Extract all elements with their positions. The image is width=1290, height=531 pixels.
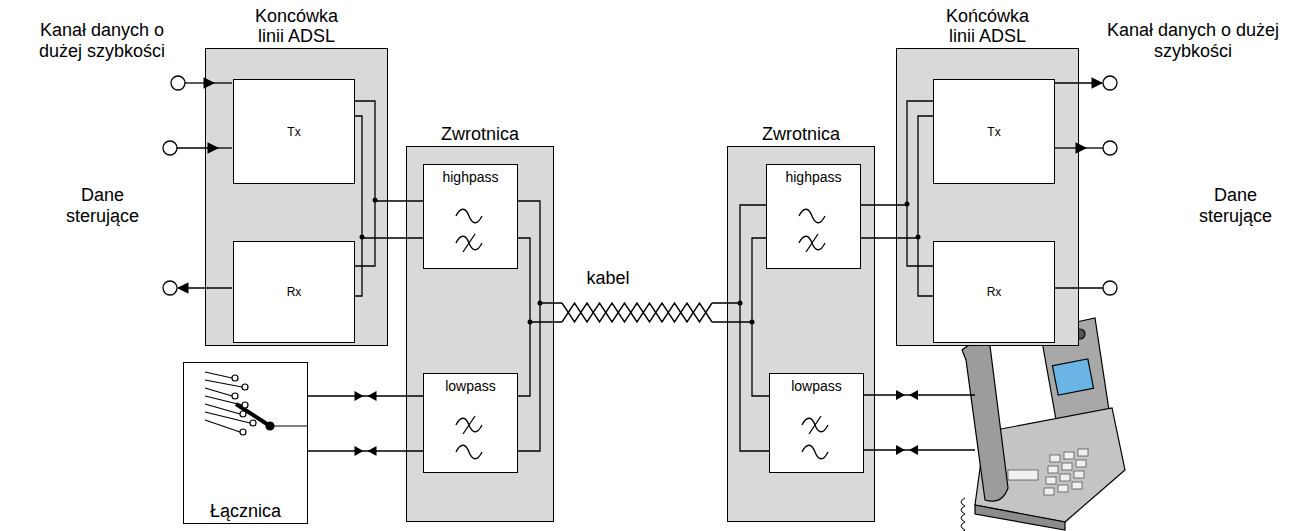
adsl-terminal-box: Końcówka linii ADSLTxRx xyxy=(896,48,1079,346)
signal-arrow xyxy=(1054,147,1086,148)
arrowhead xyxy=(355,446,364,456)
rx-block: Rx xyxy=(233,241,355,343)
box-label: Rx xyxy=(287,285,302,299)
annotation-label: Dane sterujące xyxy=(1188,185,1283,227)
splitter-box: Zwrotnicahighpasslowpass xyxy=(406,146,554,522)
switch-symbol xyxy=(205,372,308,435)
exchange-switch-box: Łącznica xyxy=(183,362,308,524)
filter-symbols xyxy=(456,209,828,459)
tx-block: Tx xyxy=(233,79,355,184)
wire-connector xyxy=(355,201,375,296)
box-label: lowpass xyxy=(445,378,496,394)
highpass-filter: highpass xyxy=(423,164,518,269)
arrowhead xyxy=(368,391,377,401)
highpass-filter: highpass xyxy=(766,164,861,269)
box-label: lowpass xyxy=(791,378,842,394)
annotation-label: kabel xyxy=(578,268,638,289)
arrowhead xyxy=(368,446,377,456)
splitter-box: Zwrotnicahighpasslowpass xyxy=(727,146,875,522)
terminal xyxy=(1103,141,1117,155)
box-label: Rx xyxy=(987,285,1002,299)
box-heading: Zwrotnica xyxy=(424,124,536,144)
bidirectional-arrows xyxy=(896,390,918,455)
arrowhead xyxy=(355,391,364,401)
box-label: Tx xyxy=(287,125,300,139)
rx-block: Rx xyxy=(933,241,1055,343)
box-label: highpass xyxy=(442,169,498,185)
wire-connector xyxy=(518,201,766,322)
annotation-label: Kanał danych o dużej szybkości xyxy=(1102,20,1284,62)
terminal xyxy=(1103,281,1117,295)
terminal xyxy=(1103,76,1117,90)
terminal xyxy=(163,281,177,295)
box-heading: Koncówka linii ADSL xyxy=(241,6,353,46)
box-label: Łącznica xyxy=(184,501,307,521)
wire-connector xyxy=(907,205,933,296)
adsl-terminal-box: Koncówka linii ADSLTxRx xyxy=(205,48,388,346)
signal-arrow xyxy=(178,287,232,288)
telephone-illustration xyxy=(961,318,1125,531)
box-label: highpass xyxy=(785,169,841,185)
wire-connector xyxy=(308,391,423,456)
annotation-label: Dane sterujące xyxy=(55,185,150,227)
signal-arrow xyxy=(1054,82,1102,83)
wire-connector xyxy=(861,101,933,238)
annotation-label: Kanał danych o dużej szybkości xyxy=(18,20,186,62)
wire-connector xyxy=(518,303,769,451)
box-heading: Zwrotnica xyxy=(745,124,857,144)
box-heading: Końcówka linii ADSL xyxy=(932,6,1044,46)
signal-arrow xyxy=(185,82,214,83)
terminal xyxy=(163,141,177,155)
terminal xyxy=(171,76,185,90)
wire-connector xyxy=(355,101,423,238)
box-label: Tx xyxy=(987,125,1000,139)
twisted-pair-cable xyxy=(562,303,712,322)
tx-block: Tx xyxy=(933,79,1055,184)
signal-arrow xyxy=(177,147,218,148)
